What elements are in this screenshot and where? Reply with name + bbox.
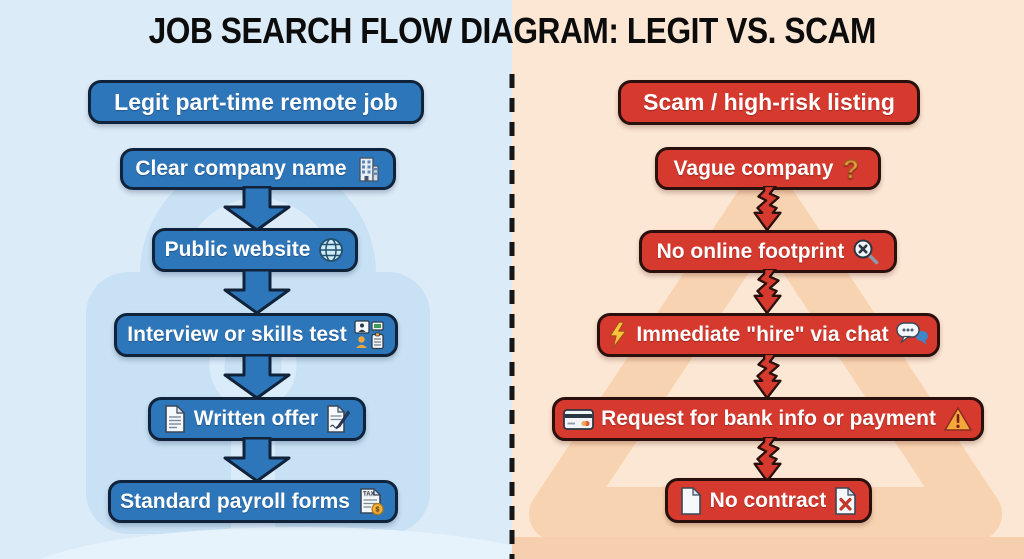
page-x-icon [833,486,858,515]
document-icon [163,405,187,433]
legit-step-interview-or-skills-test: Interview or skills test [114,313,398,357]
zigzag-down-arrow [753,437,782,483]
svg-text:$: $ [375,505,380,514]
signed-document-icon [325,405,351,433]
question-mark-icon: ? [840,154,862,184]
office-building-icon [354,156,381,183]
page-title: JOB SEARCH FLOW DIAGRAM: LEGIT VS. SCAM [148,10,876,51]
legit-step-standard-payroll-forms: Standard payroll forms TAX $ [108,480,398,523]
legit-header: Legit part-time remote job [88,80,424,124]
interview-skills-icons [354,319,385,351]
zigzag-down-arrow [753,354,782,400]
lightning-icon [607,321,629,349]
scam-step-request-bank-info-or-payment: Request for bank info or payment [552,397,984,441]
down-arrow [223,269,291,315]
legit-header-label: Legit part-time remote job [114,88,398,115]
legit-step-public-website: Public website [152,228,358,272]
legit-step-written-offer: Written offer [148,397,366,441]
svg-text:TAX: TAX [363,492,375,498]
scam-header: Scam / high-risk listing [618,80,920,125]
legit-step-clear-company-name: Clear company name [120,148,396,190]
scam-step-no-contract: No contract [665,478,872,523]
tax-form-coin-icon: TAX $ [357,487,386,516]
scam-step-immediate-hire-via-chat: Immediate "hire" via chat [597,313,940,357]
scam-header-label: Scam / high-risk listing [643,89,895,115]
globe-icon [317,236,345,264]
zigzag-down-arrow [753,269,782,315]
warning-icon [943,406,973,433]
down-arrow [223,437,291,483]
chat-bubbles-icon [895,321,930,349]
scam-step-no-online-footprint: No online footprint [639,230,897,273]
scam-step-vague-company: Vague company ? [655,147,881,190]
zigzag-down-arrow [753,186,782,232]
credit-card-icon [563,408,594,430]
search-x-icon [851,238,879,266]
down-arrow [223,354,291,400]
down-arrow [223,186,291,232]
svg-text:?: ? [843,154,859,184]
blank-page-icon [679,486,703,515]
